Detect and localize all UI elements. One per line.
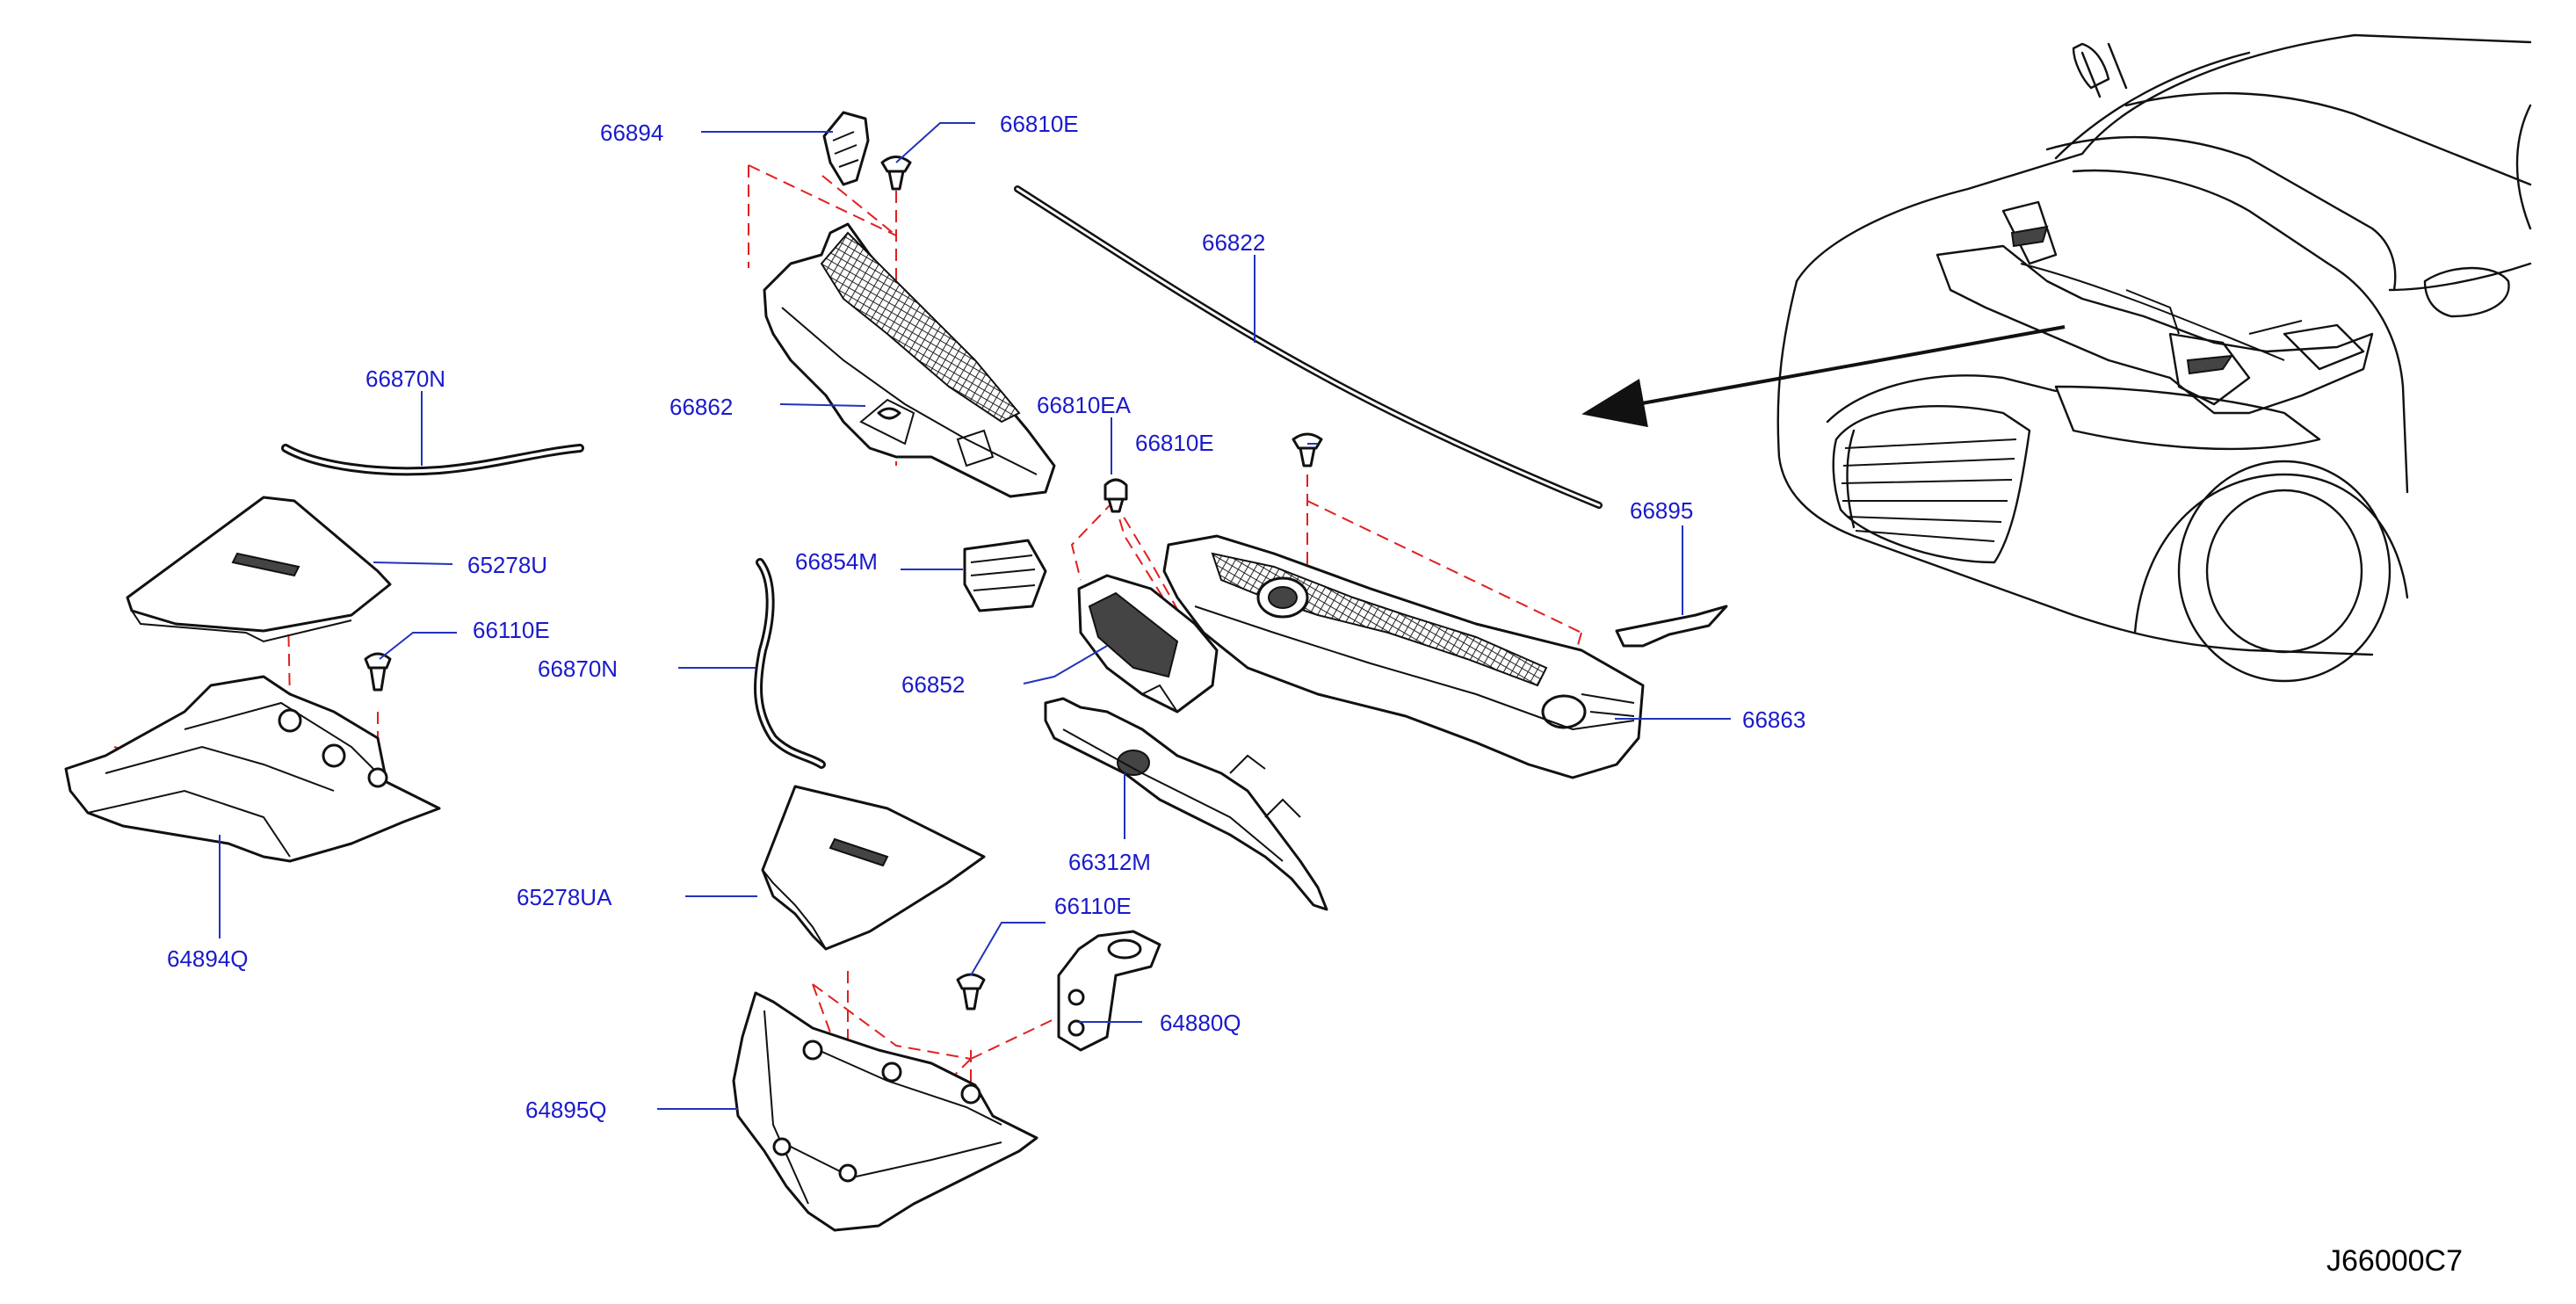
label-65278UA[interactable]: 65278UA bbox=[517, 884, 612, 910]
label-66312M[interactable]: 66312M bbox=[1068, 849, 1151, 875]
part-66822-seal-strip[interactable] bbox=[1014, 185, 1603, 509]
label-66852[interactable]: 66852 bbox=[901, 671, 965, 698]
part-64894Q-bracket[interactable] bbox=[64, 675, 441, 863]
diagram-code: J66000C7 bbox=[2326, 1244, 2463, 1278]
label-66862[interactable]: 66862 bbox=[669, 394, 733, 420]
label-66854M[interactable]: 66854M bbox=[795, 548, 878, 575]
clip-66110E-bottom[interactable] bbox=[956, 973, 986, 1011]
label-64895Q[interactable]: 64895Q bbox=[525, 1097, 607, 1123]
label-66810E-top[interactable]: 66810E bbox=[1000, 111, 1079, 137]
part-65278UA-cover[interactable] bbox=[761, 785, 986, 951]
clip-66110E-left[interactable] bbox=[364, 652, 392, 692]
label-66110E-left[interactable]: 66110E bbox=[473, 617, 550, 643]
label-66870N-upper[interactable]: 66870N bbox=[365, 366, 445, 392]
clip-66810E-right[interactable] bbox=[1292, 432, 1323, 467]
label-66822[interactable]: 66822 bbox=[1202, 229, 1265, 256]
part-64880Q-bracket[interactable] bbox=[1057, 930, 1161, 1052]
label-66870N-lower[interactable]: 66870N bbox=[538, 656, 618, 682]
leader-lines bbox=[219, 122, 1731, 1110]
part-66895-bracket[interactable] bbox=[1615, 605, 1728, 648]
part-66863-cowl-top[interactable] bbox=[1162, 534, 1645, 779]
part-66870N-seal-lower[interactable] bbox=[754, 558, 826, 769]
label-64894Q[interactable]: 64894Q bbox=[167, 945, 249, 972]
part-66862-cowl-side[interactable] bbox=[763, 222, 1056, 498]
label-66894[interactable]: 66894 bbox=[600, 120, 663, 146]
label-66110E-bottom[interactable]: 66110E bbox=[1054, 893, 1132, 919]
label-65278U[interactable]: 65278U bbox=[467, 552, 547, 578]
clip-66810E-top[interactable] bbox=[880, 156, 912, 191]
label-66810E-right[interactable]: 66810E bbox=[1135, 430, 1214, 456]
part-66854M-bracket[interactable] bbox=[963, 539, 1047, 612]
part-66870N-seal-upper[interactable] bbox=[281, 444, 584, 476]
part-66894-bracket[interactable] bbox=[822, 111, 870, 186]
part-66852-air-duct[interactable] bbox=[1077, 574, 1219, 714]
label-64880Q[interactable]: 64880Q bbox=[1160, 1010, 1241, 1036]
part-66312M-plate[interactable] bbox=[1044, 697, 1328, 911]
vehicle-illustration bbox=[1581, 33, 2532, 683]
part-65278U-cover[interactable] bbox=[126, 496, 392, 643]
part-labels: 66894 66810E 66822 66870N 66862 66810EA … bbox=[167, 111, 1805, 1123]
clip-66810EA[interactable] bbox=[1103, 478, 1128, 513]
label-66895[interactable]: 66895 bbox=[1630, 497, 1693, 524]
part-64895Q-bracket[interactable] bbox=[732, 991, 1038, 1232]
label-66810EA[interactable]: 66810EA bbox=[1037, 392, 1132, 418]
label-66863[interactable]: 66863 bbox=[1742, 706, 1805, 733]
